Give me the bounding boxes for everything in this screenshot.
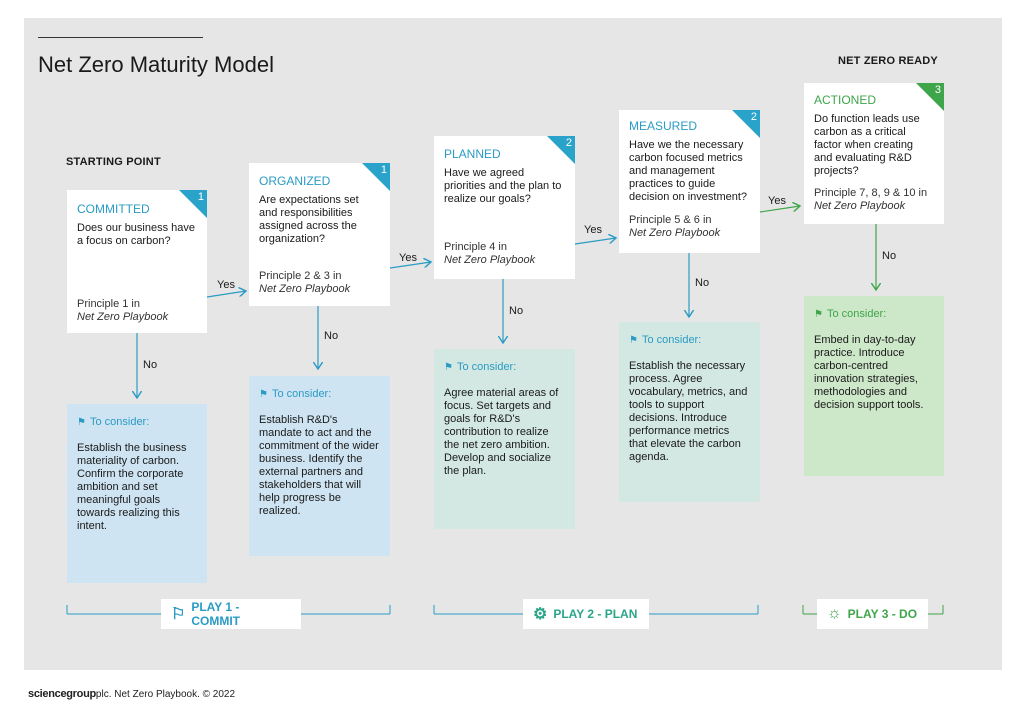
stage-card-planned: 2 PLANNED Have we agreed priorities and …	[434, 136, 575, 279]
play-3-label: ☼ PLAY 3 - DO	[817, 599, 928, 629]
flag-icon: ⚑	[629, 335, 638, 346]
stage-question: Are expectations set and responsibilitie…	[259, 194, 359, 245]
play-label: PLAY 3 - DO	[847, 607, 918, 621]
consider-text: Establish the necessary process. Agree v…	[629, 360, 748, 463]
consider-heading: To consider:	[826, 308, 887, 320]
no-label-1: No	[143, 359, 158, 371]
stage-principle: Principle 1 in	[77, 298, 140, 310]
consider-box-measured: ⚑To consider: Establish the necessary pr…	[619, 322, 760, 502]
stage-question: Does our business have a focus on carbon…	[77, 222, 196, 247]
consider-heading: To consider:	[641, 334, 702, 346]
stage-title: PLANNED	[444, 147, 501, 161]
consider-text: Establish the business materiality of ca…	[77, 442, 187, 532]
page-title: Net Zero Maturity Model	[38, 52, 274, 77]
play-label: PLAY 1 - COMMIT	[191, 600, 240, 628]
brand-suffix: plc.	[95, 689, 112, 700]
stage-number: 1	[197, 191, 204, 203]
stage-playbook: Net Zero Playbook	[444, 254, 536, 266]
footer-text: Net Zero Playbook. © 2022	[114, 689, 236, 700]
stage-title: MEASURED	[629, 119, 698, 133]
yes-arrow-3	[574, 238, 616, 245]
consider-text: Establish R&D's mandate to act and the c…	[259, 414, 379, 517]
play-2-label: ⚙ PLAY 2 - PLAN	[523, 599, 649, 629]
stage-number: 3	[934, 84, 941, 96]
stage-number: 2	[750, 111, 757, 123]
stage-title: ORGANIZED	[259, 174, 331, 188]
stage-question: Have we agreed priorities and the plan t…	[444, 167, 562, 205]
stage-title: COMMITTED	[77, 202, 150, 216]
stage-playbook: Net Zero Playbook	[629, 227, 721, 239]
stage-question: Have we the necessary carbon focused met…	[629, 139, 748, 203]
lightbulb-icon: ☼	[827, 605, 842, 622]
flag-icon: ⚐	[171, 606, 186, 623]
play-1-label: ⚐ PLAY 1 - COMMIT	[161, 599, 301, 629]
stage-principle: Principle 5 & 6 in	[629, 214, 712, 226]
flag-icon: ⚑	[814, 309, 823, 320]
yes-label-2: Yes	[399, 252, 417, 264]
consider-box-committed: ⚑To consider: Establish the business mat…	[67, 404, 207, 583]
stage-principle: Principle 7, 8, 9 & 10 in	[814, 187, 928, 199]
stage-card-organized: 1 ORGANIZED Are expectations set and res…	[249, 163, 390, 306]
flag-icon: ⚑	[259, 389, 268, 400]
stage-number: 2	[565, 137, 572, 149]
flag-icon: ⚑	[77, 417, 86, 428]
starting-point-label: STARTING POINT	[66, 156, 161, 168]
flag-icon: ⚑	[444, 362, 453, 373]
consider-heading: To consider:	[89, 416, 150, 428]
footer: sciencegroupplc. Net Zero Playbook. © 20…	[28, 688, 235, 700]
yes-label-4: Yes	[768, 195, 786, 207]
yes-arrow-1	[206, 291, 246, 298]
yes-label-3: Yes	[584, 224, 602, 236]
stage-playbook: Net Zero Playbook	[259, 283, 351, 295]
consider-text: Agree material areas of focus. Set targe…	[444, 387, 559, 477]
stage-playbook: Net Zero Playbook	[77, 311, 169, 323]
no-label-5: No	[882, 250, 897, 262]
consider-heading: To consider:	[271, 388, 332, 400]
stage-title: ACTIONED	[814, 93, 877, 107]
play-label: PLAY 2 - PLAN	[553, 607, 638, 621]
stage-card-actioned: 3 ACTIONED Do function leads use carbon …	[804, 83, 944, 224]
stage-principle: Principle 2 & 3 in	[259, 270, 342, 282]
team-icon: ⚙	[533, 606, 548, 623]
consider-box-planned: ⚑To consider: Agree material areas of fo…	[434, 349, 575, 529]
yes-arrow-4	[759, 206, 800, 213]
yes-arrow-2	[389, 262, 431, 269]
title-rule	[38, 37, 203, 38]
stage-question: Do function leads use carbon as a critic…	[814, 113, 920, 177]
stage-card-committed: 1 COMMITTED Does our business have a foc…	[67, 190, 207, 333]
no-label-2: No	[324, 330, 339, 342]
stage-card-measured: 2 MEASURED Have we the necessary carbon …	[619, 110, 760, 253]
stage-playbook: Net Zero Playbook	[814, 200, 906, 212]
yes-label-1: Yes	[217, 279, 235, 291]
consider-box-organized: ⚑To consider: Establish R&D's mandate to…	[249, 376, 390, 556]
consider-box-actioned: ⚑To consider: Embed in day-to-day practi…	[804, 296, 944, 476]
stage-principle: Principle 4 in	[444, 241, 507, 253]
net-zero-ready-label: NET ZERO READY	[838, 55, 938, 67]
consider-heading: To consider:	[456, 361, 517, 373]
no-label-3: No	[509, 305, 524, 317]
brand-logo: sciencegroup	[28, 688, 96, 700]
consider-text: Embed in day-to-day practice. Introduce …	[814, 334, 924, 411]
no-label-4: No	[695, 277, 710, 289]
stage-number: 1	[380, 164, 387, 176]
